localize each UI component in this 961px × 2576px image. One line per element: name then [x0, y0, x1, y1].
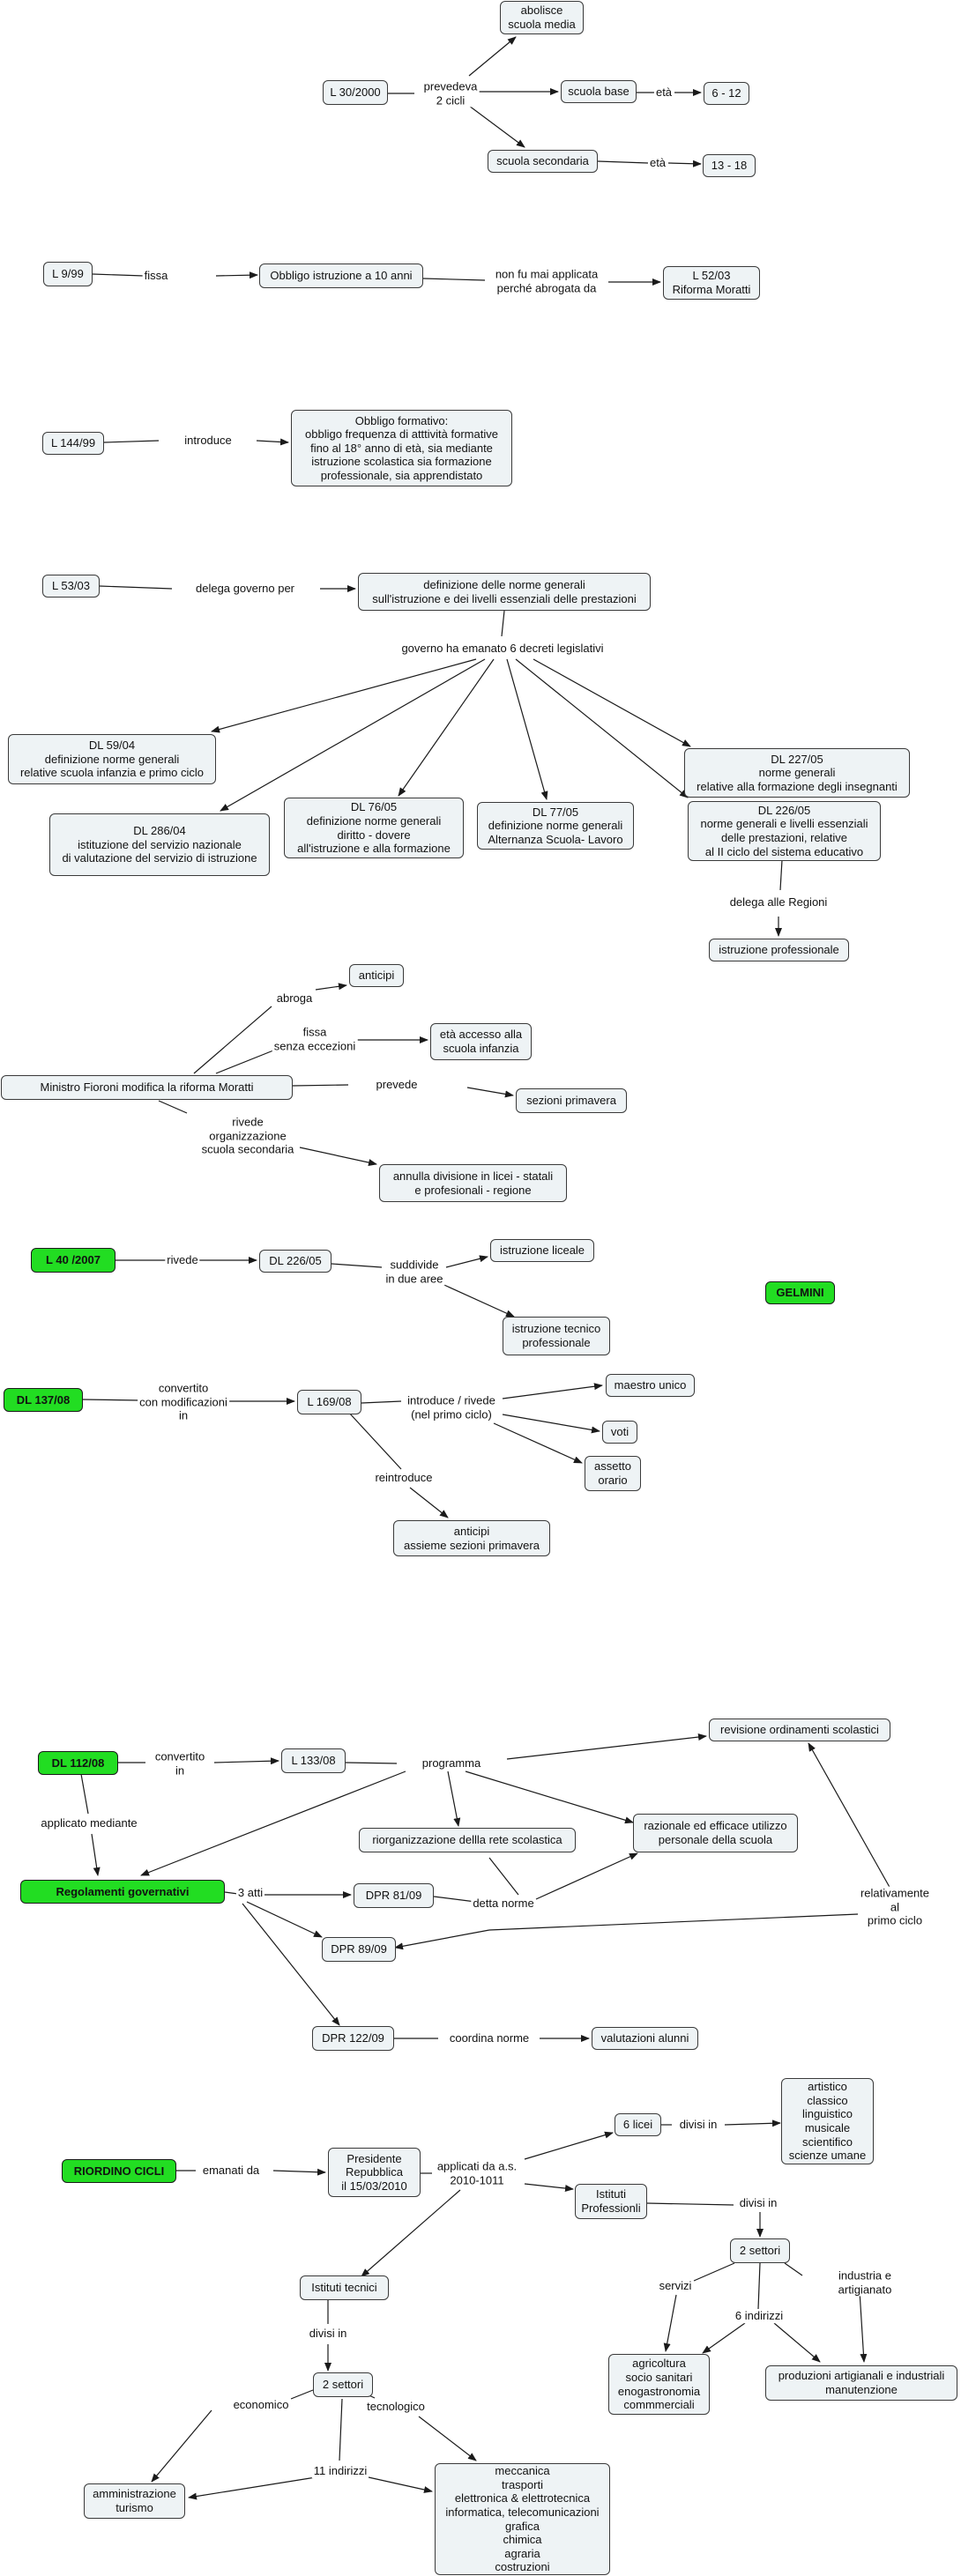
node-dl-76-05: DL 76/05 definizione norme generali diri…: [284, 798, 464, 858]
node-l30-2000: L 30/2000: [323, 80, 388, 105]
label-applicato-mediante: applicato mediante: [39, 1816, 139, 1830]
node-valutazioni-alunni: valutazioni alunni: [592, 2027, 698, 2050]
label-divisi-in-professionali: divisi in: [737, 2196, 779, 2210]
label-coordina-norme: coordina norme: [447, 2031, 532, 2045]
node-2-settori-tecnici: 2 settori: [313, 2372, 373, 2397]
label-suddivide-in-due-aree: suddivide in due aree: [384, 1258, 445, 1286]
label-11-indirizzi: 11 indirizzi: [311, 2464, 369, 2478]
label-non-fu-mai-applicata: non fu mai applicata perché abrogata da: [493, 267, 600, 295]
label-programma: programma: [420, 1756, 483, 1771]
node-riordino-cicli: RIORDINO CICLI: [62, 2159, 176, 2183]
node-l169-08: L 169/08: [297, 1390, 361, 1414]
label-eta-2: età: [647, 156, 668, 170]
label-economico: economico: [231, 2398, 291, 2412]
node-l144-99: L 144/99: [42, 432, 104, 455]
node-2-settori-prof: 2 settori: [730, 2238, 790, 2263]
node-istituti-professionali: Istituti Professionli: [575, 2184, 647, 2219]
node-gelmini: GELMINI: [765, 1281, 835, 1304]
label-relativamente-primo-ciclo: relativamente al primo ciclo: [858, 1886, 932, 1928]
node-sezioni-primavera: sezioni primavera: [516, 1088, 627, 1113]
label-industria-artigianato: industria e artigianato: [816, 2268, 913, 2297]
node-annulla-divisione: annulla divisione in licei - statali e p…: [379, 1164, 567, 1202]
label-introduce: introduce: [183, 434, 234, 448]
node-regolamenti-governativi: Regolamenti governativi: [20, 1880, 225, 1904]
node-dpr-81-09: DPR 81/09: [354, 1883, 434, 1908]
node-istituti-tecnici: Istituti tecnici: [300, 2275, 389, 2300]
node-dl-59-04: DL 59/04 definizione norme generali rela…: [8, 734, 216, 784]
label-rivede: rivede: [165, 1253, 200, 1267]
node-dl-286-04: DL 286/04 istituzione del servizio nazio…: [49, 813, 270, 876]
node-produzioni-artigianali: produzioni artigianali e industriali man…: [765, 2365, 957, 2401]
node-dl-112-08: DL 112/08: [38, 1751, 118, 1775]
node-scuola-base: scuola base: [561, 80, 637, 103]
node-meccanica-list: meccanica trasporti elettronica & elettr…: [435, 2463, 610, 2575]
node-scuola-secondaria: scuola secondaria: [488, 150, 598, 173]
label-eta-1: età: [653, 85, 674, 100]
node-dl-227-05: DL 227/05 norme generali relative alla f…: [684, 748, 910, 798]
node-l9-99: L 9/99: [43, 262, 93, 286]
node-riorganizzazione-rete: riorganizzazione dellla rete scolastica: [359, 1828, 576, 1852]
node-dl-226-05-b: DL 226/05: [259, 1250, 332, 1273]
label-convertito-con-modificazioni: convertito con modificazioni in: [138, 1381, 229, 1423]
label-prevede: prevede: [374, 1078, 420, 1092]
node-obbligo-istruzione-10: Obbligo istruzione a 10 anni: [259, 264, 423, 288]
node-dl-137-08: DL 137/08: [4, 1388, 83, 1412]
label-tecnologico: tecnologico: [365, 2400, 427, 2414]
node-dpr-122-09: DPR 122/09: [312, 2026, 394, 2051]
label-divisi-in-tecnici: divisi in: [307, 2327, 349, 2341]
node-l53-03: L 53/03: [42, 575, 100, 598]
label-emanati-da: emanati da: [200, 2164, 262, 2178]
node-eta-6-12: 6 - 12: [704, 82, 749, 105]
label-fissa: fissa: [142, 269, 170, 283]
node-maestro-unico: maestro unico: [606, 1374, 695, 1397]
node-amministrazione-turismo: amministrazione turismo: [84, 2483, 185, 2519]
label-abroga: abroga: [274, 991, 315, 1006]
node-razionale-utilizzo: razionale ed efficace utilizzo personale…: [633, 1814, 798, 1852]
node-presidente-repubblica: Presidente Repubblica il 15/03/2010: [328, 2148, 421, 2197]
node-l133-08: L 133/08: [281, 1748, 346, 1773]
node-agricoltura: agricoltura socio sanitari enogastronomi…: [608, 2354, 710, 2415]
node-istruzione-liceale: istruzione liceale: [490, 1239, 594, 1262]
label-6-indirizzi: 6 indirizzi: [733, 2309, 786, 2323]
node-l52-03-riforma-moratti: L 52/03 Riforma Moratti: [663, 266, 760, 300]
node-eta-accesso-infanzia: età accesso alla scuola infanzia: [430, 1023, 532, 1060]
node-dpr-89-09: DPR 89/09: [322, 1937, 396, 1962]
node-anticipi-sezioni-primavera: anticipi assieme sezioni primavera: [393, 1520, 550, 1556]
label-applicati-da-as: applicati da a.s. 2010-1011: [435, 2159, 519, 2187]
label-fissa-senza-eccezioni: fissa senza eccezioni: [272, 1025, 358, 1053]
node-l40-2007: L 40 /2007: [31, 1248, 115, 1273]
node-licei-list: artistico classico linguistico musicale …: [781, 2078, 874, 2164]
node-obbligo-formativo: Obbligo formativo: obbligo frequenza di …: [291, 410, 512, 486]
label-introduce-rivede: introduce / rivede (nel primo ciclo): [406, 1393, 497, 1422]
node-6-licei: 6 licei: [615, 2113, 661, 2136]
label-detta-norme: detta norme: [471, 1897, 536, 1911]
node-anticipi: anticipi: [349, 964, 404, 987]
node-abolisce-scuola-media: abolisce scuola media: [500, 1, 584, 34]
label-servizi: servizi: [657, 2279, 694, 2293]
node-assetto-orario: assetto orario: [585, 1456, 641, 1491]
label-delega-alle-regioni: delega alle Regioni: [727, 895, 830, 909]
label-3-atti: 3 atti: [235, 1886, 265, 1900]
label-rivede-organizzazione: rivede organizzazione scuola secondaria: [199, 1115, 296, 1157]
node-istruzione-professionale: istruzione professionale: [709, 939, 849, 961]
node-eta-13-18: 13 - 18: [703, 154, 756, 177]
node-voti: voti: [602, 1421, 637, 1444]
node-definizione-norme-generali: definizione delle norme generali sull'is…: [358, 573, 651, 611]
label-divisi-in-licei: divisi in: [677, 2118, 719, 2132]
node-istruzione-tecnico-professionale: istruzione tecnico professionale: [503, 1317, 610, 1355]
node-revisione-ordinamenti: revisione ordinamenti scolastici: [709, 1719, 890, 1741]
label-convertito-in: convertito in: [153, 1749, 207, 1778]
label-governo-ha-emanato: governo ha emanato 6 decreti legislativi: [399, 642, 606, 656]
node-dl-226-05: DL 226/05 norme generali e livelli essen…: [688, 801, 881, 861]
label-prevedeva-2-cicli: prevedeva 2 cicli: [421, 79, 480, 108]
node-dl-77-05: DL 77/05 definizione norme generali Alte…: [477, 802, 634, 850]
label-delega-governo-per: delega governo per: [193, 582, 297, 596]
node-ministro-fioroni: Ministro Fioroni modifica la riforma Mor…: [1, 1075, 293, 1100]
label-reintroduce: reintroduce: [373, 1471, 435, 1485]
